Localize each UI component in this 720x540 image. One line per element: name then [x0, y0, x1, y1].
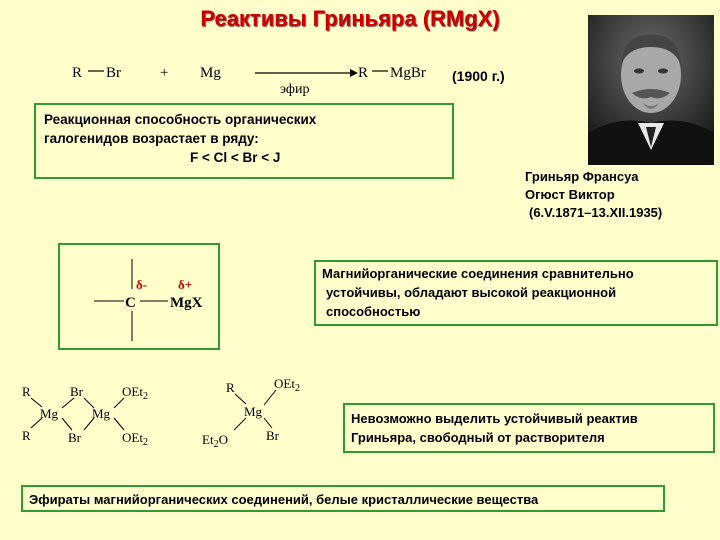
isolation-line1: Невозможно выделить устойчивый реактив	[351, 411, 638, 426]
reactant-r: R	[72, 65, 82, 81]
etherate-text: Эфираты магнийорганических соединений, б…	[29, 492, 539, 507]
grignard-portrait	[588, 15, 714, 165]
mgx-group: MgX	[170, 295, 203, 311]
monomer-oet: OEt	[274, 376, 295, 391]
svg-text:Et2O: Et2O	[202, 432, 228, 448]
dimer-mg1: Mg	[40, 406, 59, 421]
discovery-year: (1900 г.)	[452, 68, 505, 84]
monomer-r: R	[226, 380, 235, 395]
monomer-eto-o: O	[219, 432, 228, 447]
monomer-mg: Mg	[244, 404, 263, 419]
polarity-box: C MgX δ- δ+	[58, 243, 220, 350]
dimer-oet2: OEt	[122, 430, 143, 445]
dimer-mg2: Mg	[92, 406, 111, 421]
solvent-label: эфир	[280, 82, 310, 97]
dimer-br1: Br	[70, 384, 84, 399]
product-r: R	[358, 65, 368, 81]
delta-plus: δ+	[178, 277, 192, 292]
dimer-r1: R	[22, 384, 31, 399]
isolation-line2: Гриньяра, свободный от растворителя	[351, 430, 605, 445]
dimer-br2: Br	[68, 430, 82, 445]
reactant-mg: Mg	[200, 65, 221, 81]
dimer-oet1: OEt	[122, 384, 143, 399]
reactivity-series: F < Cl < Br < J	[190, 150, 281, 165]
dimer-svg: R R Mg Br Br Mg OEt2 OEt2	[22, 384, 148, 448]
arrow-head-icon	[350, 69, 358, 77]
delta-minus: δ-	[136, 277, 147, 292]
dimer-oet2-sub: 2	[143, 437, 148, 448]
svg-text:OEt2: OEt2	[122, 430, 148, 448]
polarity-svg: C MgX δ- δ+	[94, 259, 203, 341]
monomer-br: Br	[266, 428, 280, 443]
isolation-box: Невозможно выделить устойчивый реактив Г…	[343, 403, 715, 453]
dimer-r2: R	[22, 428, 31, 443]
monomer-oet-sub: 2	[295, 383, 300, 394]
portrait-dates: (6.V.1871–13.XII.1935)	[529, 205, 663, 220]
carbon-atom: C	[125, 295, 136, 311]
monomer-svg: R Mg OEt2 Br Et2O	[202, 376, 300, 450]
reactivity-box: Реакционная способность органических гал…	[34, 103, 454, 179]
portrait-name-2: Огюст Виктор	[525, 187, 615, 202]
stability-box: Магнийорганические соединения сравнитель…	[314, 260, 718, 326]
reactivity-line2: галогенидов возрастает в ряду:	[44, 131, 259, 146]
dimer-oet1-sub: 2	[143, 391, 148, 402]
product-mgbr: MgBr	[390, 65, 426, 81]
plus-sign: +	[160, 65, 168, 81]
svg-text:OEt2: OEt2	[122, 384, 148, 402]
stability-line1: Магнийорганические соединения сравнитель…	[322, 266, 634, 281]
monomer-eto-sub: 2	[214, 439, 219, 448]
monomer-structure: R Mg OEt2 Br Et2O	[200, 374, 330, 450]
monomer-eto: Et	[202, 432, 214, 447]
reaction-equation: R Br + Mg эфир R MgBr	[60, 55, 440, 105]
page-title: Реактивы Гриньяра (RMgX)	[200, 6, 500, 31]
svg-text:OEt2: OEt2	[274, 376, 300, 394]
portrait-caption: Гриньяр Франсуа Огюст Виктор (6.V.1871–1…	[525, 168, 662, 222]
stability-line2: устойчивы, обладают высокой реакционной	[326, 285, 617, 300]
reaction-svg: R Br + Mg эфир R MgBr	[72, 65, 426, 97]
reactivity-line1: Реакционная способность органических	[44, 112, 317, 127]
etherate-box: Эфираты магнийорганических соединений, б…	[21, 485, 665, 512]
portrait-name-1: Гриньяр Франсуа	[525, 169, 639, 184]
reactant-halogen: Br	[106, 65, 121, 81]
dimer-structure: R R Mg Br Br Mg OEt2 OEt2	[18, 378, 198, 448]
stability-line3: способностью	[326, 304, 421, 319]
portrait-svg	[588, 15, 714, 165]
